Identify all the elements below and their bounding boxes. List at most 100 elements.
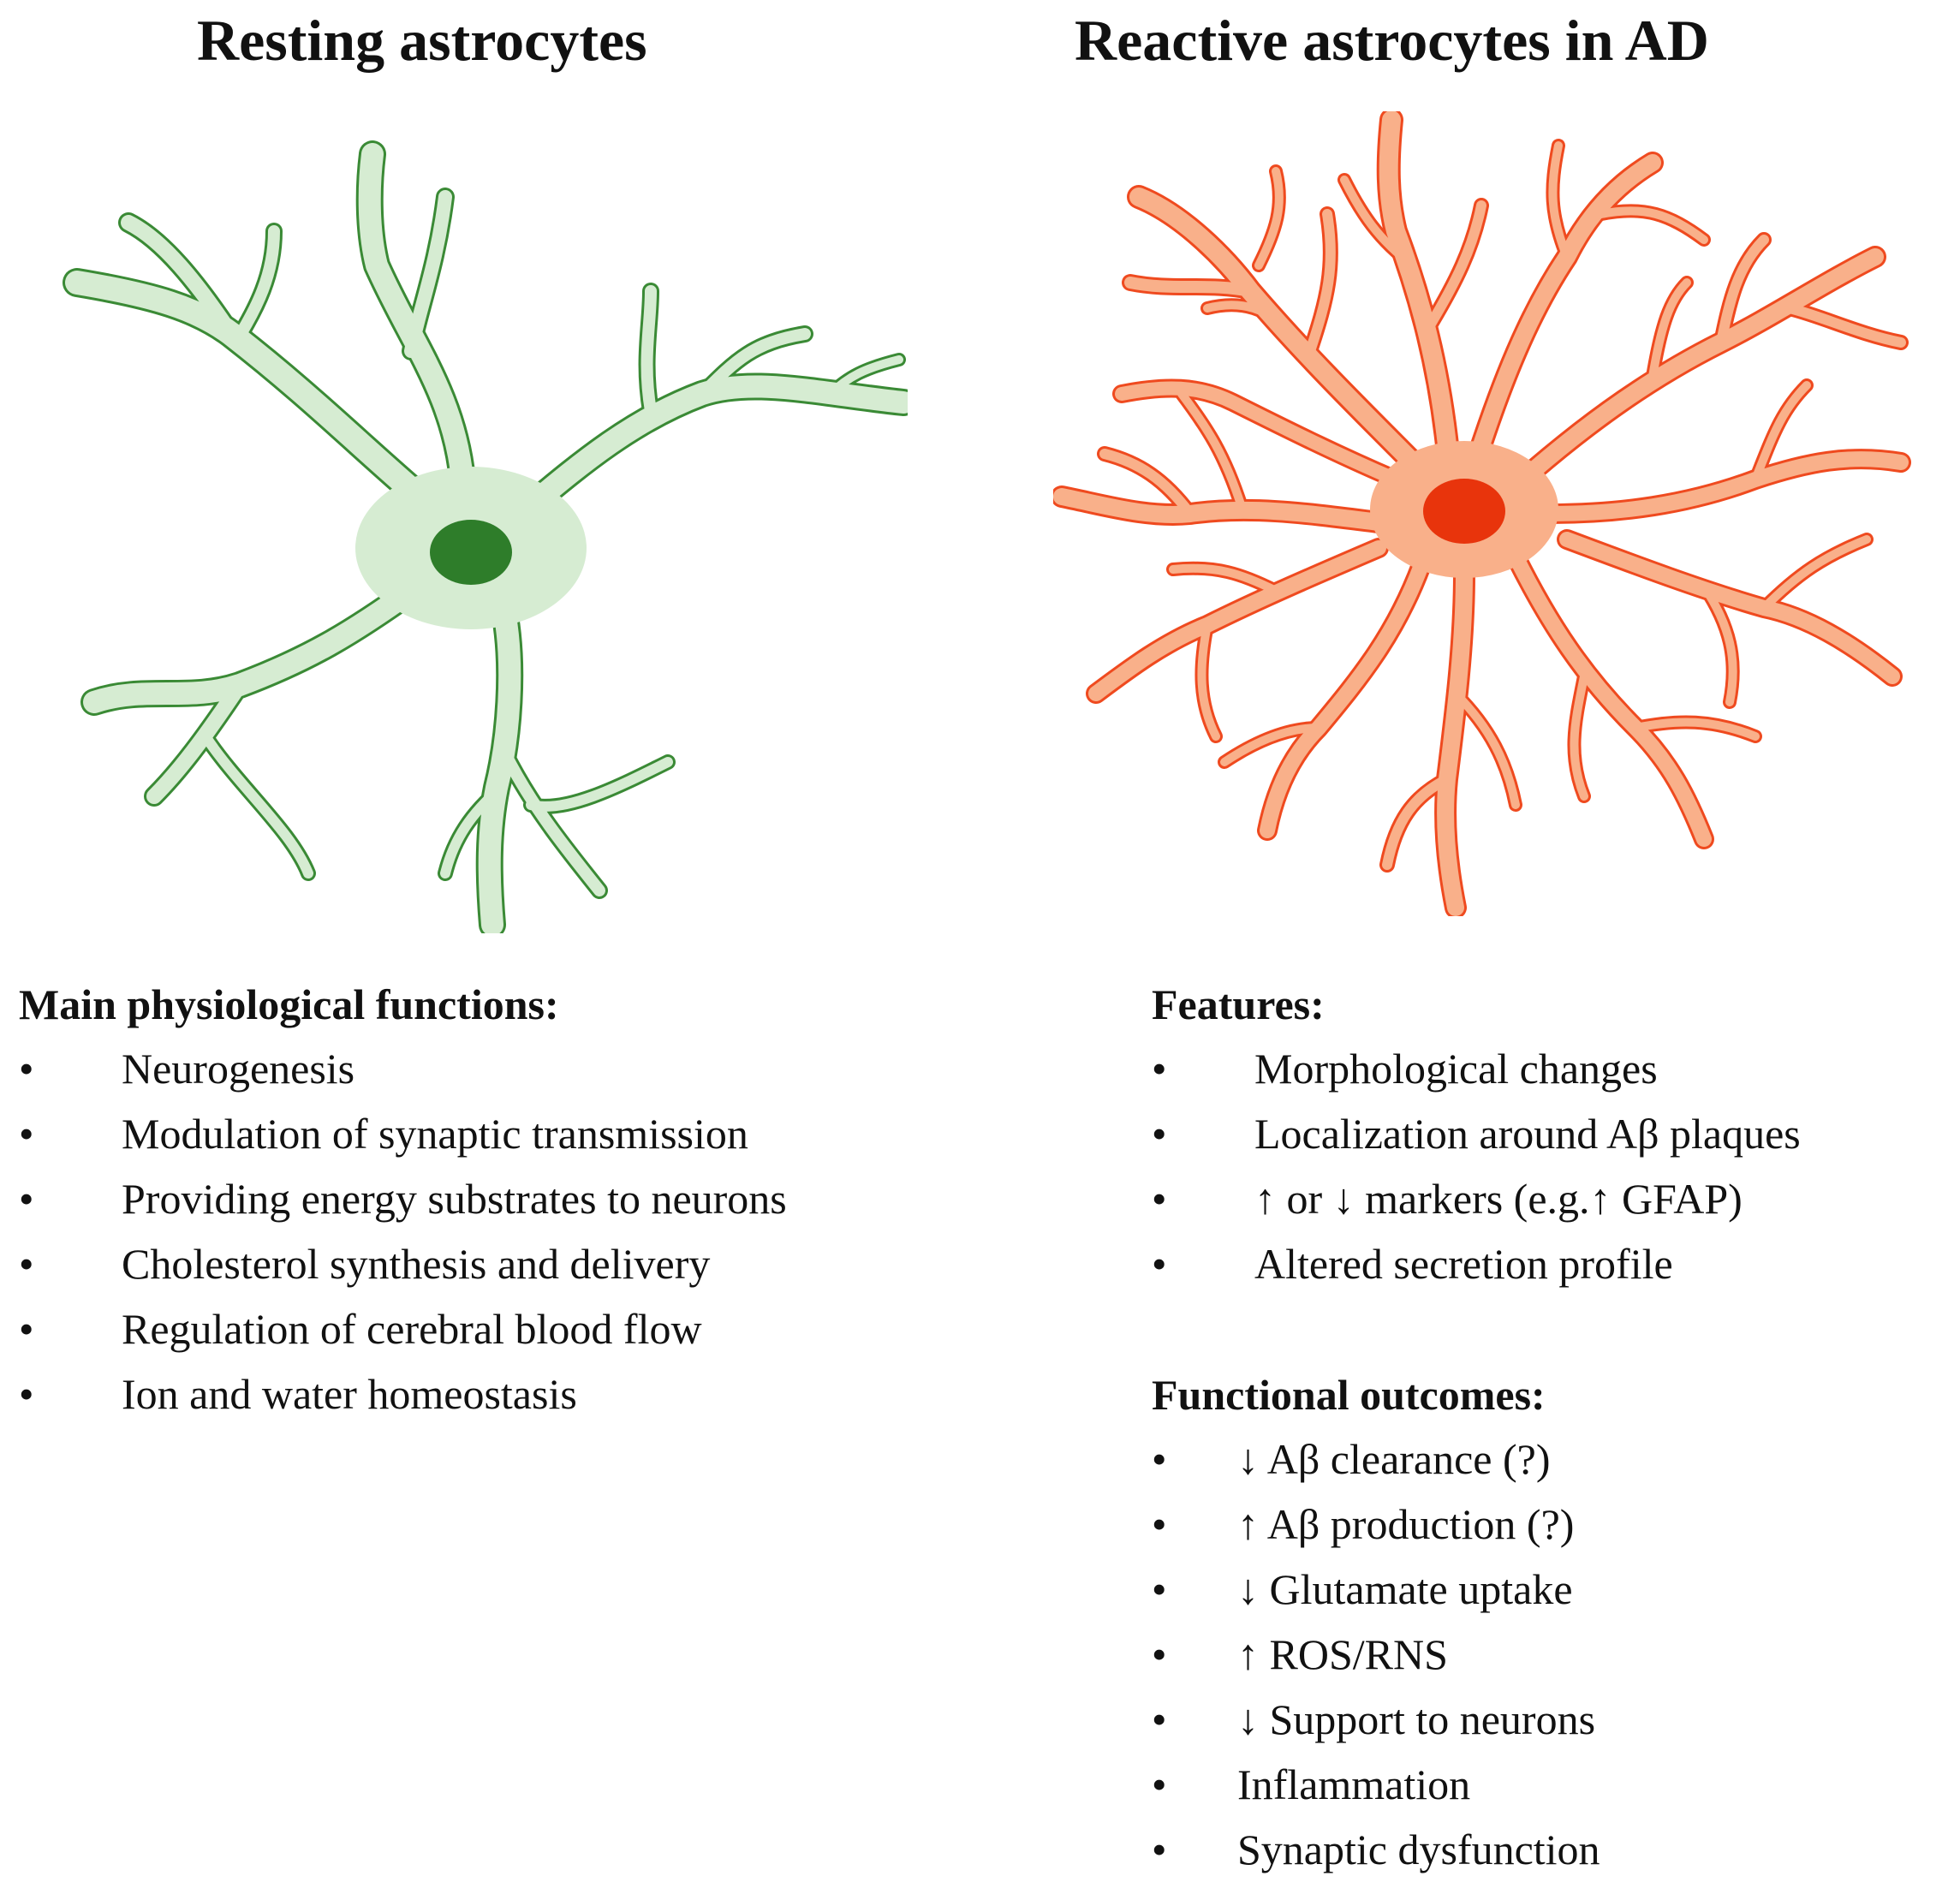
list-item: •↓ Aβ clearance (?) [1152,1426,1922,1492]
resting-astrocyte-process [404,190,452,358]
reactive-astrocyte-process [1425,200,1486,331]
list-item: •↑ Aβ production (?) [1152,1492,1922,1557]
reactive-astrocyte-processes [1053,111,1911,916]
reactive-astrocyte-process [1570,672,1588,801]
list-item: •Altered secretion profile [1152,1231,1957,1296]
reactive-astrocyte-process [1548,141,1571,261]
list-item-text: Neurogenesis [122,1045,355,1093]
reactive-astrocyte-process [1700,582,1737,706]
list-item-text: Altered secretion profile [1254,1240,1673,1288]
reactive-astrocyte-process [1340,176,1417,270]
list-item-text: Modulation of synaptic transmission [122,1110,748,1158]
bullet: • [19,1045,34,1093]
reactive-astrocyte-process [1099,449,1195,519]
reactive-astrocyte-process [1379,111,1457,455]
features-heading: Features: [1152,980,1325,1028]
resting-astrocyte-process [696,328,811,400]
resting-astrocyte-nucleus [430,520,512,585]
reactive-astrocyte-process [1197,621,1220,741]
resting-astrocyte-processes [63,140,908,933]
reactive-astrocyte-process [1305,209,1336,356]
list-item: • Localization around Aβ plaques [1152,1101,1957,1166]
list-item: • ↓ Glutamate uptake [1152,1557,1922,1622]
reactive-astrocyte-process [1716,235,1769,348]
reactive-astrocyte-process [1260,557,1429,838]
list-item-text: ↓ Glutamate uptake [1237,1565,1573,1613]
list-item: • Neurogenesis [19,1036,1046,1101]
resting-astrocyte-process [229,225,280,348]
list-item-text: Localization around Aβ plaques [1254,1110,1801,1158]
reactive-astrocyte-process [1254,167,1284,270]
bullet: • [19,1175,34,1223]
list-item-text: Inflammation [1237,1760,1471,1808]
functional-outcomes-heading: Functional outcomes: [1152,1371,1546,1419]
bullet: • [19,1305,34,1353]
list-item: • Regulation of cerebral blood flow [19,1296,1046,1361]
reactive-astrocyte-process [1597,206,1708,244]
reactive-astrocytes-title: Reactive astrocytes in AD [1075,8,1709,73]
reactive-astrocyte-process [1473,154,1661,454]
bullet: • [19,1110,34,1158]
list-item-text: Morphological changes [1254,1045,1658,1093]
bullet: • [1152,1110,1167,1158]
main-functions-heading: Main physiological functions: [19,980,559,1028]
reactive-astrocyte-process [1508,549,1712,847]
bullet: • [1152,1175,1167,1223]
bullet: • [1152,1435,1167,1483]
list-item: • Cholesterol synthesis and delivery [19,1231,1046,1296]
bullet: • [1152,1695,1167,1743]
list-item-text: Providing energy substrates to neurons [122,1175,787,1223]
list-item-text: Cholesterol synthesis and delivery [122,1240,711,1288]
list-item: • ↑ or ↓ markers (e.g.↑ GFAP) [1152,1166,1957,1231]
resting-astrocyte-process [200,731,313,879]
reactive-astrocyte-process [1784,303,1906,348]
list-item: • ↓ Support to neurons [1152,1687,1922,1752]
reactive-astrocyte-process [1760,535,1871,612]
reactive-astrocyte-process [1220,724,1323,766]
resting-astrocytes-title: Resting astrocytes [197,8,647,73]
reactive-astrocyte-process [1177,390,1246,511]
reactive-astrocyte-process-outline [1449,687,1522,812]
bullet: • [1152,1045,1167,1093]
bullet: • [19,1370,34,1418]
list-item-text: Ion and water homeostasis [122,1370,577,1418]
bullet: • [1152,1630,1167,1678]
reactive-astrocyte-process [1203,301,1297,338]
reactive-astrocyte-process [1437,565,1473,916]
reactive-astrocyte-process [1648,278,1691,381]
reactive-astrocyte-process [1124,277,1256,297]
reactive-astrocyte-illustration [1053,111,1911,916]
list-item-text: ↓ Support to neurons [1237,1695,1596,1743]
reactive-astrocyte-process [1169,563,1280,595]
list-item: • Providing energy substrates to neurons [19,1166,1046,1231]
list-item: • Synaptic dysfunction [1152,1817,1922,1882]
resting-astrocyte-illustration [63,140,908,933]
functional-outcomes-list: •↓ Aβ clearance (?) •↑ Aβ production (?)… [1152,1426,1922,1882]
bullet: • [1152,1826,1167,1873]
resting-astrocyte-process [526,757,673,812]
resting-astrocyte-process [640,285,657,417]
list-item-text: Synaptic dysfunction [1237,1826,1600,1873]
resting-astrocyte-process [146,677,247,804]
bullet: • [19,1240,34,1288]
resting-astrocyte-process [478,605,521,933]
reactive-astrocyte-process [1451,689,1520,809]
features-list: • Morphological changes • Localization aro… [1152,1036,1957,1296]
resting-astrocyte-process [440,783,506,879]
bullet: • [1152,1565,1167,1613]
list-item-text: Regulation of cerebral blood flow [122,1305,702,1353]
list-item: • Inflammation [1152,1752,1922,1817]
bullet: • [1152,1500,1167,1548]
resting-astrocyte-process [826,355,903,398]
resting-astrocyte-process [358,143,474,491]
list-item: • Ion and water homeostasis [19,1361,1046,1426]
main-functions-list: • Neurogenesis • Modulation of synaptic tr… [19,1036,1046,1426]
reactive-astrocyte-process [1751,381,1811,484]
bullet: • [1152,1760,1167,1808]
reactive-astrocyte-process [1382,774,1452,870]
list-item-text: ↑ ROS/RNS [1237,1630,1448,1678]
reactive-astrocyte-process [1631,718,1760,741]
list-item-text: ↑ or ↓ markers (e.g.↑ GFAP) [1254,1175,1743,1223]
reactive-astrocyte-process [1115,381,1403,486]
reactive-astrocyte-nucleus [1423,479,1505,544]
